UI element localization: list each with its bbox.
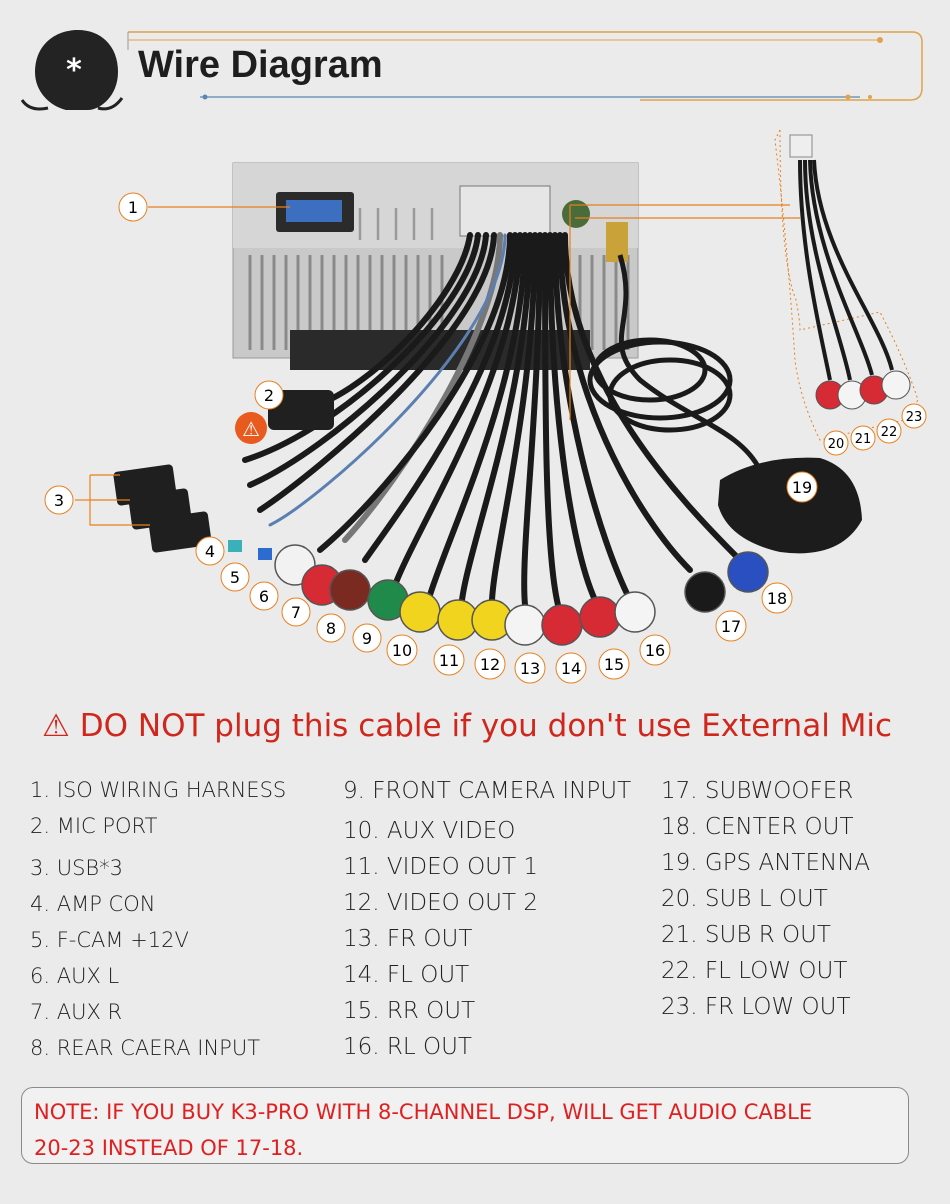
note-line-1: NOTE: IF YOU BUY K3-PRO WITH 8-CHANNEL D… [34,1100,813,1124]
rca-plugs [274,544,769,646]
legend-item: 22. FL LOW OUT [661,958,848,984]
svg-text:4: 4 [205,542,215,561]
legend-item: 11. VIDEO OUT 1 [343,854,538,880]
legend-item: 18. CENTER OUT [661,814,854,840]
legend-item: 3. USB*3 [30,856,124,880]
callout-18: 18 [761,582,793,614]
legend-item: 6. AUX L [30,964,120,988]
svg-text:19: 19 [792,478,812,497]
callout-19: 19 [786,471,818,503]
header-frame [127,31,923,101]
callout-14: 14 [555,652,587,684]
svg-text:9: 9 [362,629,372,648]
legend-item: 10. AUX VIDEO [343,818,516,844]
legend-item: 23. FR LOW OUT [661,994,851,1020]
svg-text:6: 6 [259,587,269,606]
svg-text:8: 8 [326,619,336,638]
usb-plugs [113,464,212,553]
svg-text:23: 23 [906,410,923,425]
header-badge-symbol: * [66,53,82,88]
callout-9: 9 [352,623,382,653]
legend-item: 5. F-CAM +12V [30,928,189,952]
callout-21: 21 [850,425,876,451]
callout-16: 16 [639,634,671,666]
svg-text:22: 22 [881,425,898,440]
legend-item: 21. SUB R OUT [661,922,831,948]
svg-text:15: 15 [604,655,624,674]
legend-item: 16. RL OUT [343,1034,472,1060]
svg-text:21: 21 [855,432,872,447]
side-harness [774,129,919,441]
callout-2: 2 [254,380,284,410]
svg-text:16: 16 [645,641,665,660]
callout-13: 13 [514,652,546,684]
callouts: 1 2 3 4 5 6 7 8 9 10 11 12 13 14 15 16 1… [44,192,927,684]
legend-item: 19. GPS ANTENNA [661,850,871,876]
callout-7: 7 [281,597,311,627]
svg-text:13: 13 [520,659,540,678]
svg-text:1: 1 [128,198,138,217]
svg-text:⚠: ⚠ [242,417,260,441]
svg-text:10: 10 [392,641,412,660]
legend-item: 1. ISO WIRING HARNESS [30,778,287,802]
svg-text:11: 11 [439,651,459,670]
cable-bundle [242,232,743,608]
callout-11: 11 [433,644,465,676]
callout-1: 1 [118,192,148,222]
callout-17: 17 [715,610,747,642]
svg-text:18: 18 [767,589,787,608]
svg-text:20: 20 [828,437,845,452]
mic-warning-text: DO NOT plug this cable if you don't use … [79,708,893,744]
callout-8: 8 [316,613,346,643]
callout-23: 23 [901,403,927,429]
legend-item: 9. FRONT CAMERA INPUT [343,778,632,804]
svg-text:14: 14 [561,659,581,678]
hazard-warning-icon: ⚠ [235,412,267,444]
legend-item: 17. SUBWOOFER [661,778,854,804]
header-badge: * [20,30,124,111]
mic-plug [268,390,334,430]
leader-lines [75,204,800,526]
callout-4: 4 [195,536,225,566]
legend-item: 7. AUX R [30,1000,123,1024]
amp-wire-tips [228,540,272,560]
callout-10: 10 [386,634,418,666]
svg-text:5: 5 [230,568,240,587]
svg-text:17: 17 [721,617,741,636]
mic-warning: ⚠DO NOT plug this cable if you don't use… [42,708,922,744]
gps-antenna [718,457,862,554]
svg-text:2: 2 [264,386,274,405]
callout-12: 12 [474,648,506,680]
legend-item: 15. RR OUT [343,998,476,1024]
legend-item: 2. MIC PORT [30,814,158,838]
callout-3: 3 [44,485,74,515]
svg-text:3: 3 [54,491,64,510]
callout-6: 6 [249,581,279,611]
callout-22: 22 [876,418,902,444]
callout-20: 20 [823,430,849,456]
note-line-2: 20-23 INSTEAD OF 17-18. [34,1136,304,1160]
page-title: Wire Diagram [138,44,383,86]
dsp-note-box: NOTE: IF YOU BUY K3-PRO WITH 8-CHANNEL D… [21,1087,909,1164]
legend-item: 8. REAR CAERA INPUT [30,1036,261,1060]
callout-5: 5 [220,562,250,592]
svg-text:12: 12 [480,655,500,674]
svg-text:7: 7 [291,603,301,622]
legend-item: 4. AMP CON [30,892,156,916]
legend-item: 14. FL OUT [343,962,470,988]
legend-item: 13. FR OUT [343,926,473,952]
legend-item: 12. VIDEO OUT 2 [343,890,538,916]
callout-15: 15 [598,648,630,680]
legend-item: 20. SUB L OUT [661,886,828,912]
warning-triangle-icon: ⚠ [42,708,70,744]
